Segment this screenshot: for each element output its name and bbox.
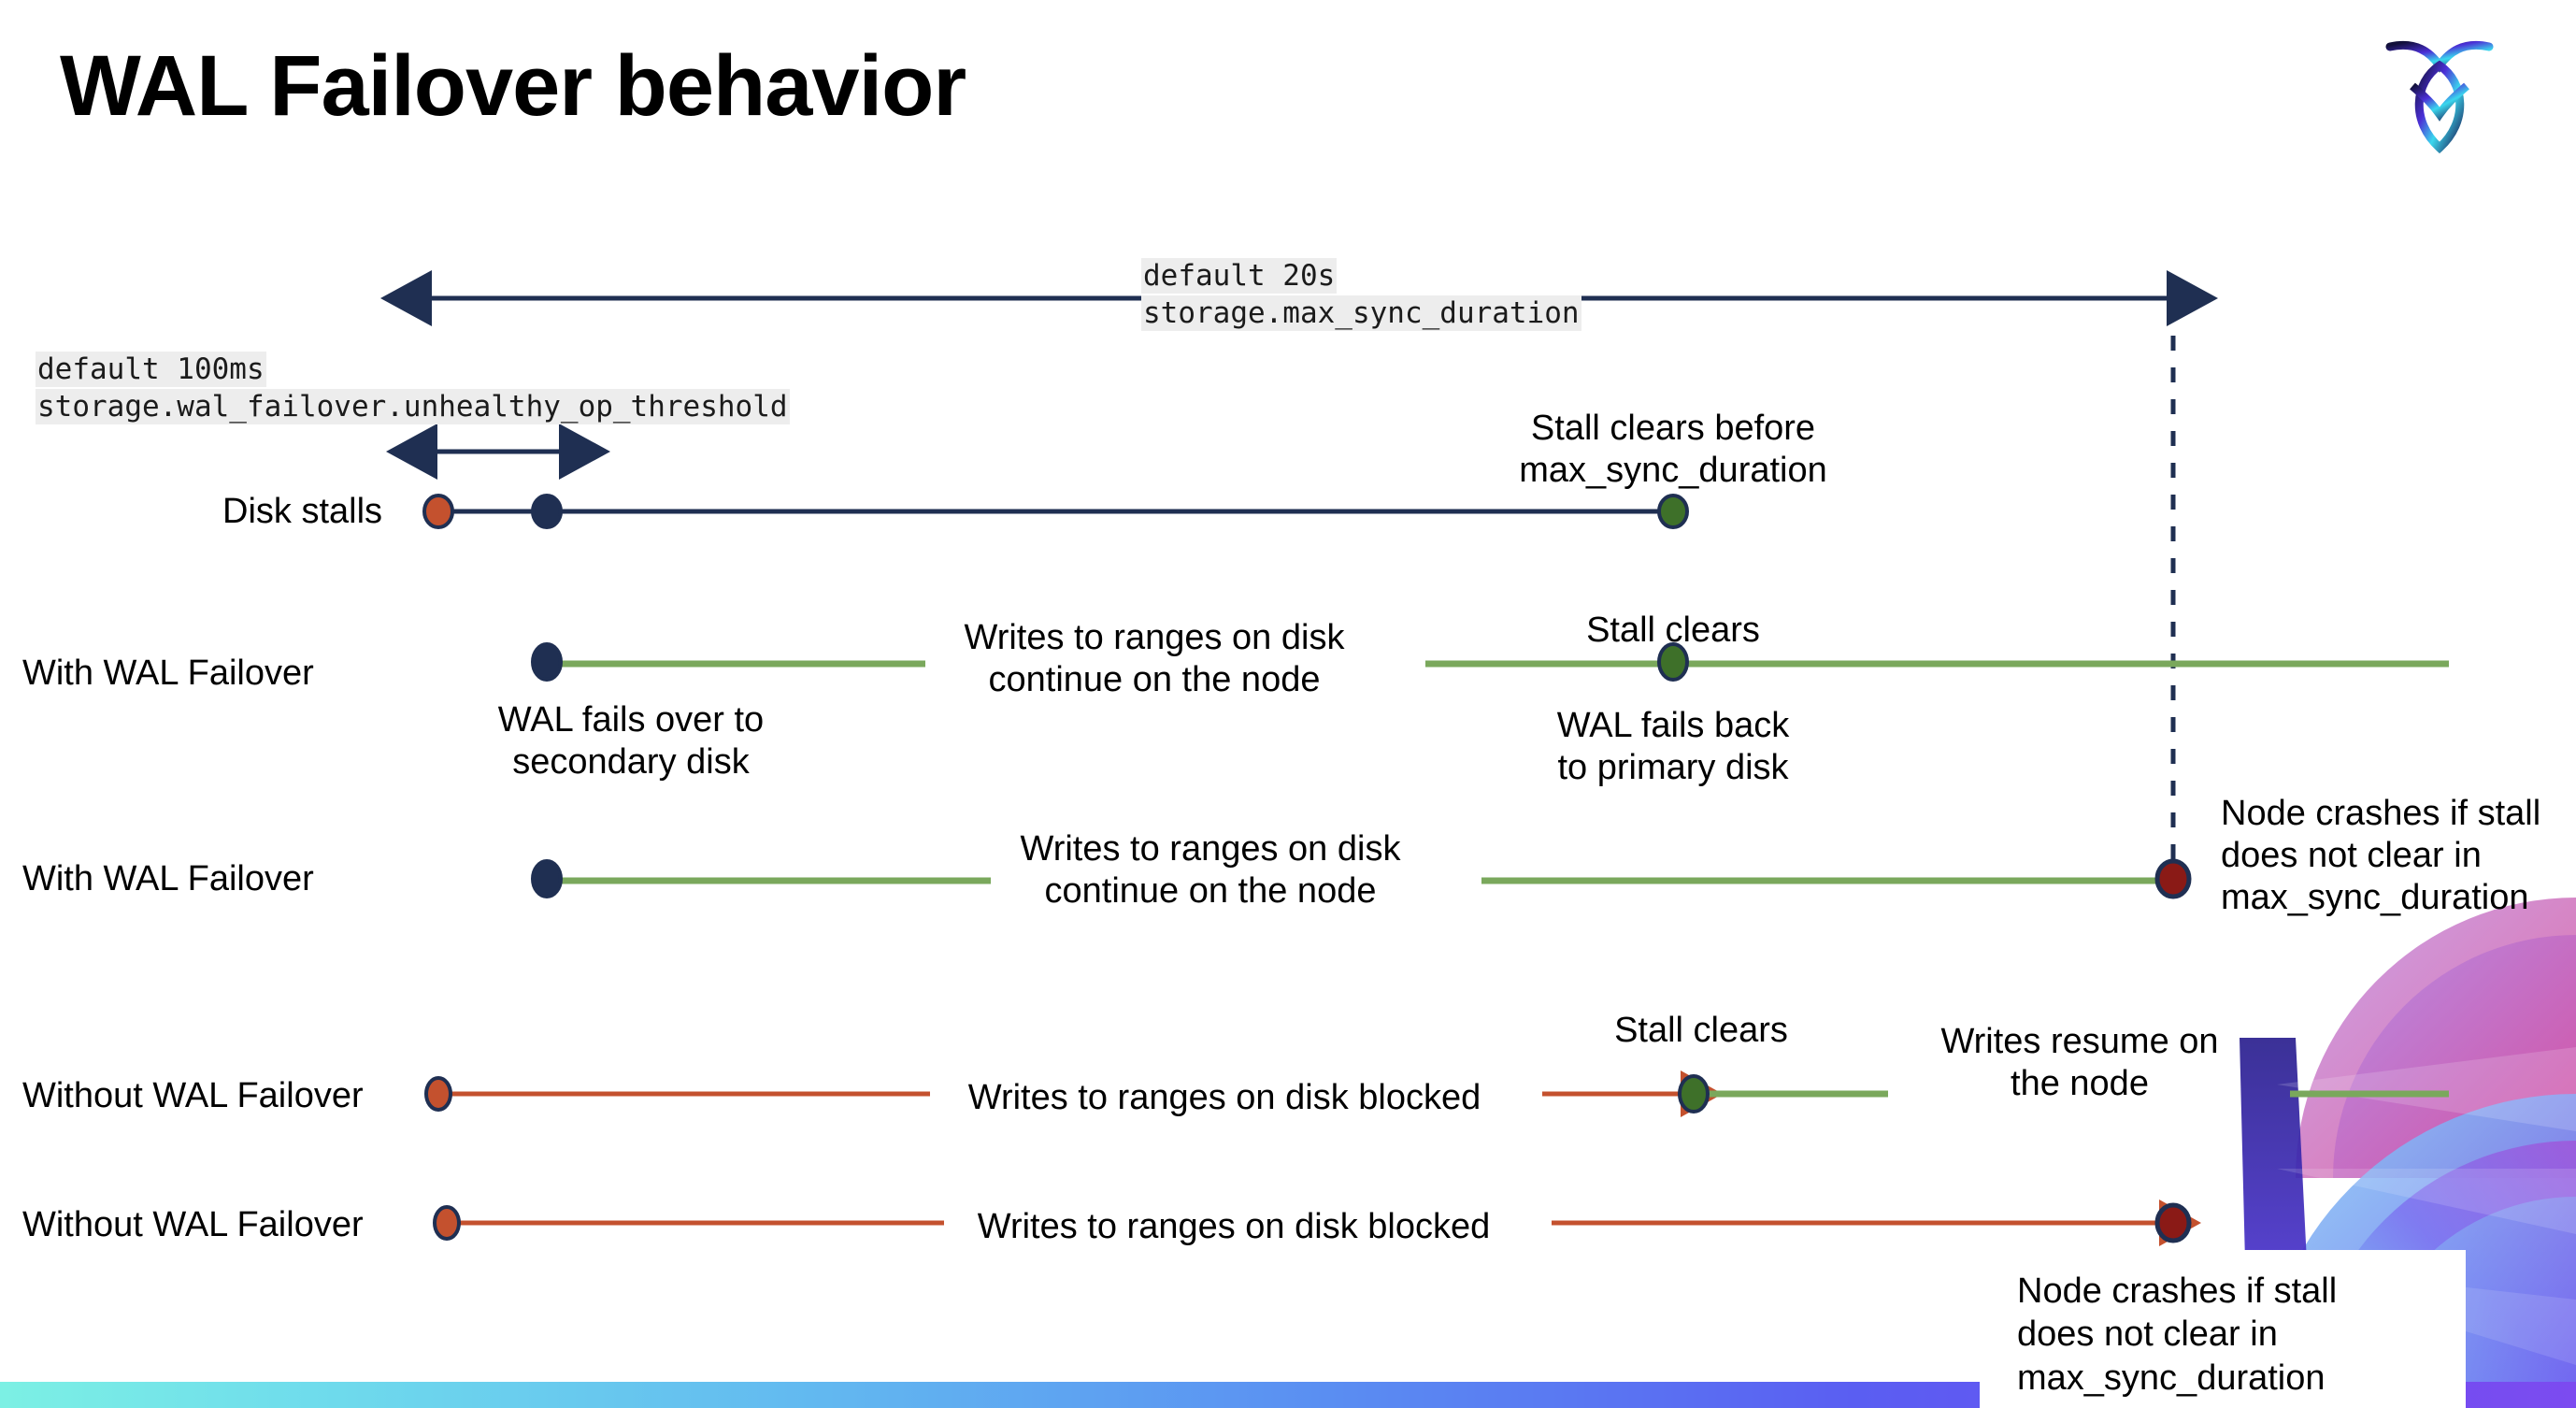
annotation-stall-clears-row4: Stall clears (1614, 1011, 1788, 1050)
annotation-writes-continue-row3: Writes to ranges on disk continue on the… (1020, 829, 1401, 911)
unhealthy-op-default-text: default 100ms (36, 352, 266, 387)
annotation-writes-blocked-row4: Writes to ranges on disk blocked (967, 1078, 1481, 1117)
row-label-with-wal-failover-2: With WAL Failover (22, 859, 314, 898)
row-label-disk-stalls: Disk stalls (222, 492, 383, 531)
annotation-wal-fails-back-to-primary-disk: WAL fails back to primary disk (1556, 706, 1790, 787)
annotation-writes-resume-on-the-node: Writes resume on the node (1940, 1022, 2219, 1103)
row-with-wal-failover-1-track (531, 642, 2449, 682)
unhealthy-op-threshold-annotation: default 100ms storage.wal_failover.unhea… (36, 352, 790, 425)
row-label-without-wal-failover-2: Without WAL Failover (22, 1205, 364, 1244)
max-sync-setting-text: storage.max_sync_duration (1141, 295, 1581, 331)
row-disk-stalls-track (422, 494, 1689, 529)
annotation-node-crashes-row5: Node crashes if stall does not clear in … (2017, 1272, 2338, 1398)
annotation-wal-fails-over-to-secondary-disk: WAL fails over to secondary disk (497, 700, 765, 782)
max-sync-default-text: default 20s (1141, 258, 1338, 294)
annotation-node-crashes-row3: Node crashes if stall does not clear in … (2221, 794, 2541, 917)
annotation-stall-clears-before-max-sync: Stall clears before max_sync_duration (1519, 409, 1827, 490)
annotation-stall-clears-row2: Stall clears (1586, 611, 1760, 650)
row-label-without-wal-failover-1: Without WAL Failover (22, 1076, 364, 1115)
annotation-writes-continue-row2: Writes to ranges on disk continue on the… (964, 618, 1345, 699)
annotation-writes-blocked-row5: Writes to ranges on disk blocked (977, 1207, 1491, 1246)
unhealthy-op-setting-text: storage.wal_failover.unhealthy_op_thresh… (36, 388, 790, 424)
row-label-with-wal-failover-1: With WAL Failover (22, 654, 314, 693)
max-sync-duration-annotation: default 20s storage.max_sync_duration (1141, 258, 1581, 332)
node-crash-callout-box (1980, 1250, 2466, 1408)
page-title: WAL Failover behavior (60, 38, 966, 134)
cockroachdb-logo-icon (2379, 28, 2500, 154)
